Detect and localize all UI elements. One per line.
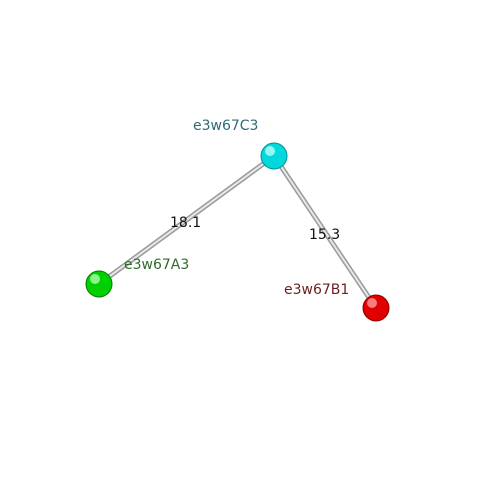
bond-c3-a3: 18.1 [96,153,277,287]
atom-label-c3: e3w67C3 [193,118,258,134]
distance-label: 18.1 [170,215,201,231]
atom-label-b1: e3w67B1 [284,282,349,298]
atom-sphere[interactable] [85,270,113,298]
bond-c3-b1: 15.3 [271,153,379,311]
atom-a3[interactable]: e3w67A3 [85,257,189,298]
bond-highlight [273,155,377,309]
atom-shine [265,146,275,156]
distance-label: 15.3 [309,227,340,243]
atom-c3[interactable]: e3w67C3 [193,118,288,170]
atom-shine [90,274,100,284]
atom-shine [367,298,377,308]
atom-sphere[interactable] [260,142,288,170]
atom-label-a3: e3w67A3 [124,257,189,273]
atom-sphere[interactable] [362,294,390,322]
bond-highlight [98,155,275,285]
atom-b1[interactable]: e3w67B1 [284,282,390,322]
